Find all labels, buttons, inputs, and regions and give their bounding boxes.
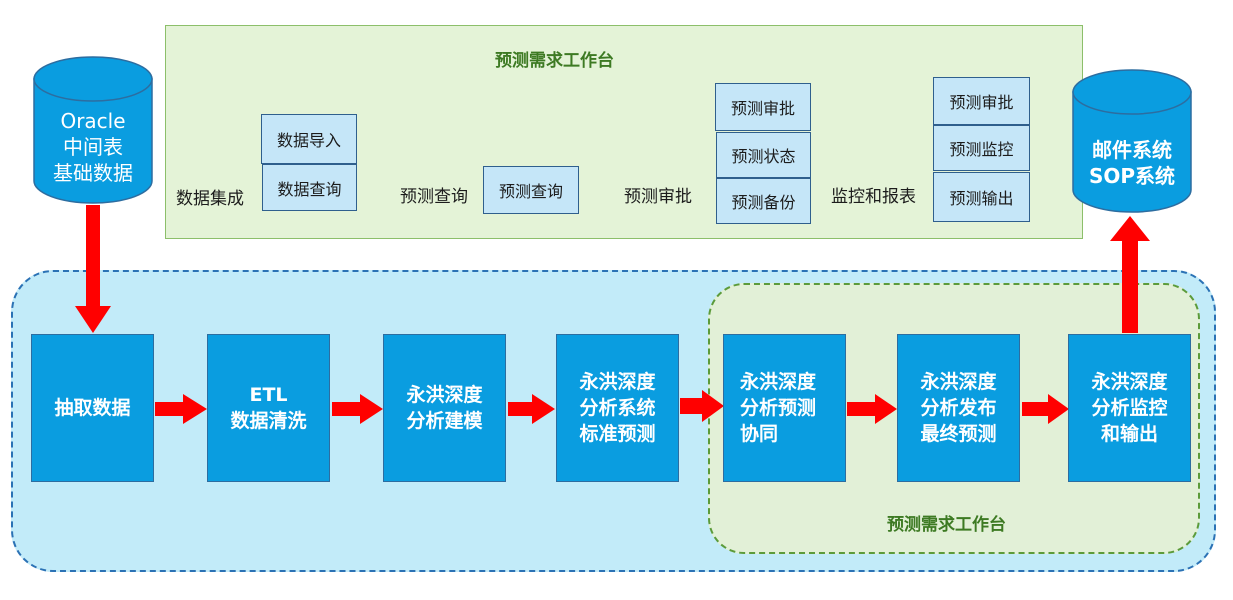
step-modeling[interactable]: 永洪深度 分析建模 <box>383 334 506 482</box>
item-forecast-backup[interactable]: 预测备份 <box>716 178 811 224</box>
item-forecast-output[interactable]: 预测输出 <box>933 172 1030 222</box>
arrow-right-icon <box>508 394 555 424</box>
inner-region-label: 预测需求工作台 <box>887 515 1006 535</box>
item-forecast-monitoring[interactable]: 预测监控 <box>933 125 1030 171</box>
target-database-label: 邮件系统 SOP系统 <box>1088 138 1176 188</box>
item-data-import[interactable]: 数据导入 <box>261 114 357 164</box>
item-forecast-status[interactable]: 预测状态 <box>716 132 811 178</box>
arrow-right-icon <box>680 390 724 422</box>
target-database-icon <box>1072 69 1192 213</box>
item-forecast-query[interactable]: 预测查询 <box>483 166 579 214</box>
source-database-label: Oracle 中间表 基础数据 <box>53 109 133 185</box>
item-monitor-approval[interactable]: 预测审批 <box>933 77 1030 125</box>
arrow-right-icon <box>1022 394 1069 424</box>
group-label-forecast-query: 预测查询 <box>400 187 468 207</box>
step-forecast-collaboration[interactable]: 永洪深度 分析预测 协同 <box>723 334 846 482</box>
step-extract-data[interactable]: 抽取数据 <box>31 334 154 482</box>
item-forecast-approval[interactable]: 预测审批 <box>715 83 811 131</box>
group-label-monitoring-reports: 监控和报表 <box>831 187 916 207</box>
item-data-query[interactable]: 数据查询 <box>262 164 357 211</box>
arrow-up-icon <box>1110 216 1150 333</box>
arrow-right-icon <box>847 394 897 424</box>
source-database-icon <box>33 56 153 204</box>
arrow-right-icon <box>332 394 383 424</box>
arrow-down-icon <box>75 205 111 333</box>
step-etl-cleaning[interactable]: ETL 数据清洗 <box>207 334 330 482</box>
group-label-forecast-approval: 预测审批 <box>624 187 692 207</box>
workstation-title: 预测需求工作台 <box>495 51 614 71</box>
group-label-data-integration: 数据集成 <box>176 189 244 209</box>
step-standard-forecast[interactable]: 永洪深度 分析系统 标准预测 <box>556 334 679 482</box>
arrow-right-icon <box>155 394 207 424</box>
workstation-panel: 预测需求工作台 数据集成 数据导入 数据查询 预测查询 预测查询 预测审批 预测… <box>165 25 1083 239</box>
step-monitor-output[interactable]: 永洪深度 分析监控 和输出 <box>1068 334 1191 482</box>
step-publish-final-forecast[interactable]: 永洪深度 分析发布 最终预测 <box>897 334 1020 482</box>
